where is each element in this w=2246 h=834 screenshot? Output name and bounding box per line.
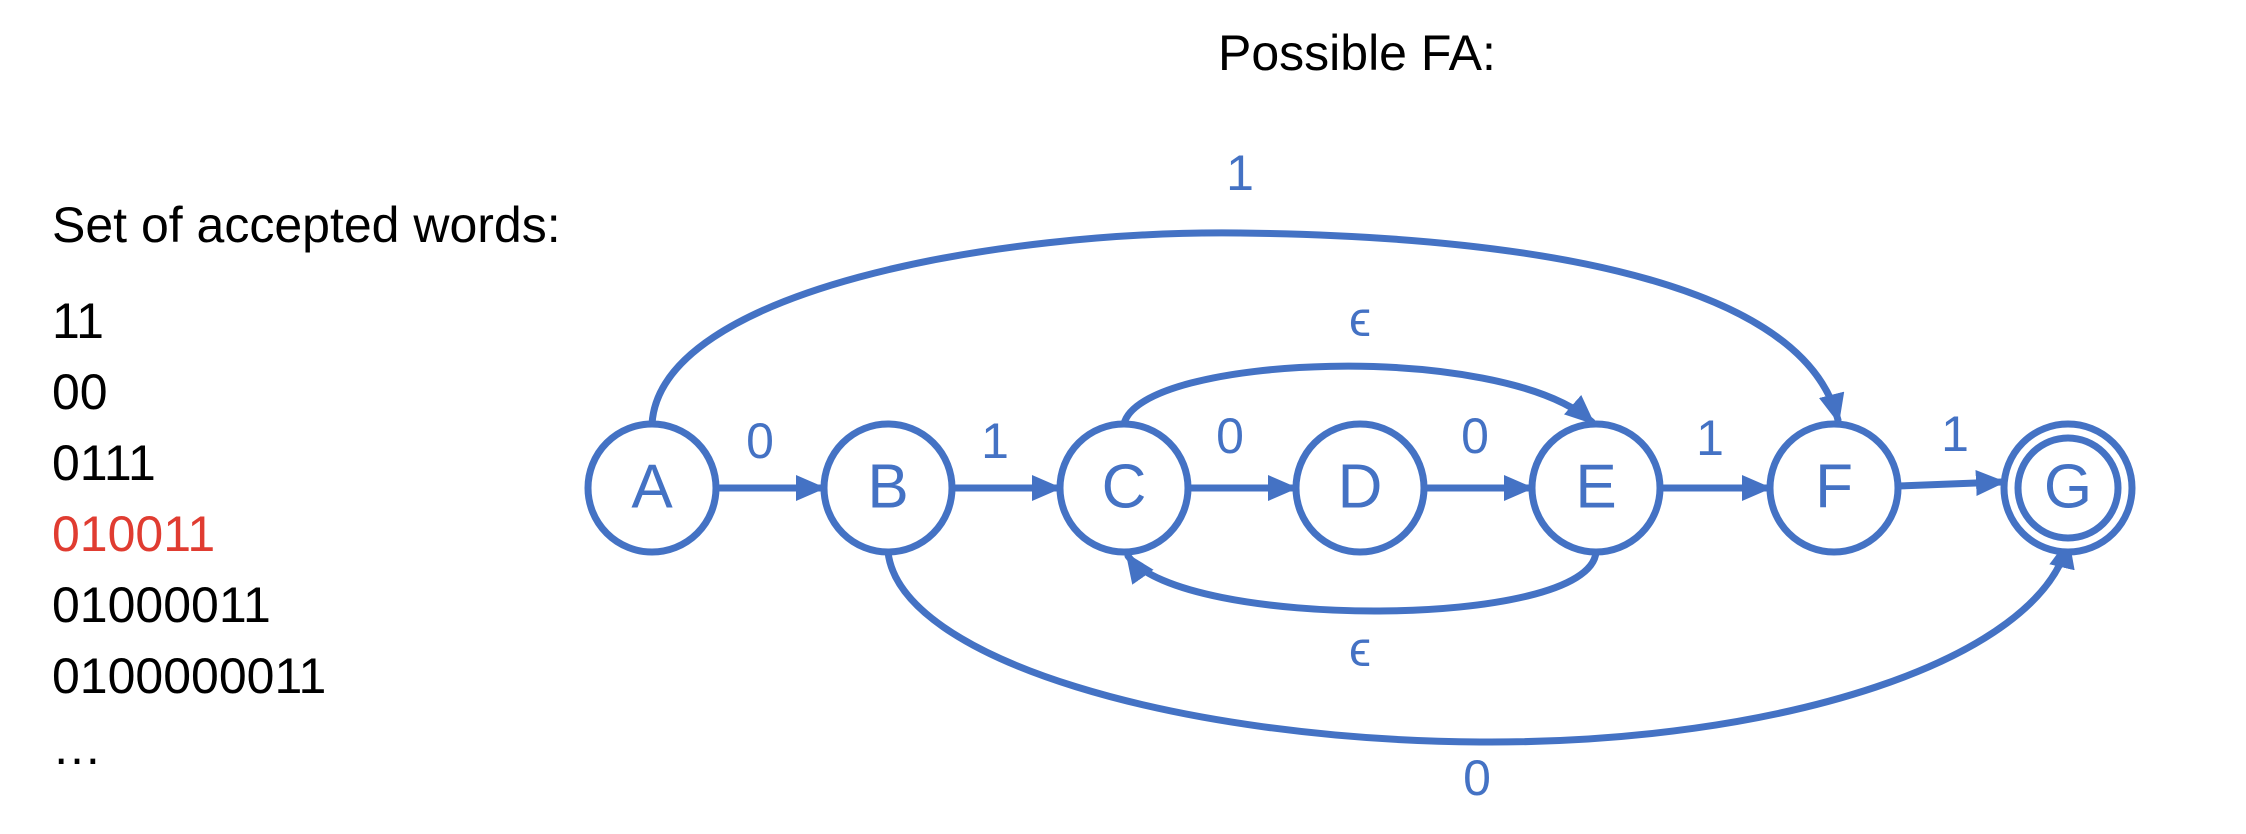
state-label-a: A (631, 452, 673, 521)
transitions-layer (648, 229, 2075, 746)
transition-arrow-b-g (884, 538, 2075, 746)
transition-label-a-b: 0 (746, 413, 774, 469)
state-circle-g (2000, 420, 2136, 556)
transition-label-f-g: 1 (1941, 406, 1969, 462)
transition-label-b-g: 0 (1463, 750, 1491, 806)
state-label-g: G (2044, 452, 2092, 521)
transition-label-a-f: 1 (1226, 145, 1254, 201)
word-item: 01000011 (52, 577, 271, 633)
state-circle-f (1766, 420, 1902, 556)
state-label-e: E (1575, 452, 1616, 521)
state-label-c: C (1102, 452, 1147, 521)
transition-arrow-c-e (1120, 362, 1596, 428)
transition-arrow-e-c (1124, 548, 1600, 615)
state-circle-d (1292, 420, 1428, 556)
transition-label-e-f: 1 (1696, 410, 1724, 466)
state-accepting-ring-g (2014, 434, 2122, 542)
word-item: 00 (52, 364, 108, 420)
word-item-ellipsis: … (52, 719, 102, 775)
transition-label-e-c: ϵ (1349, 621, 1371, 677)
word-item: 0111 (52, 435, 156, 491)
state-label-f: F (1815, 452, 1853, 521)
transition-label-c-d: 0 (1216, 408, 1244, 464)
transition-arrow-a-f (648, 229, 1845, 428)
transition-labels-layer: 0 1 0 0 1 1 1 ϵ ϵ 0 (746, 145, 1969, 806)
transition-label-d-e: 0 (1461, 408, 1489, 464)
state-label-d: D (1338, 452, 1383, 521)
word-item: 11 (52, 293, 104, 349)
word-item: 0100000011 (52, 648, 327, 704)
fa-title: Possible FA: (1218, 25, 1496, 81)
state-label-b: B (867, 452, 908, 521)
transition-label-c-e: ϵ (1349, 291, 1371, 347)
transition-arrow-f-g (1894, 470, 2006, 496)
state-circle-e (1528, 420, 1664, 556)
state-circle-c (1056, 420, 1192, 556)
word-item-highlighted: 010011 (52, 506, 216, 562)
state-circle-a (584, 420, 720, 556)
accepted-words-heading: Set of accepted words: (52, 197, 561, 253)
accepted-words-list: 11 00 0111 010011 01000011 0100000011 … (52, 286, 326, 783)
states-layer: A B C D E F G (584, 420, 2136, 556)
state-circle-b (820, 420, 956, 556)
transition-label-b-c: 1 (981, 413, 1009, 469)
